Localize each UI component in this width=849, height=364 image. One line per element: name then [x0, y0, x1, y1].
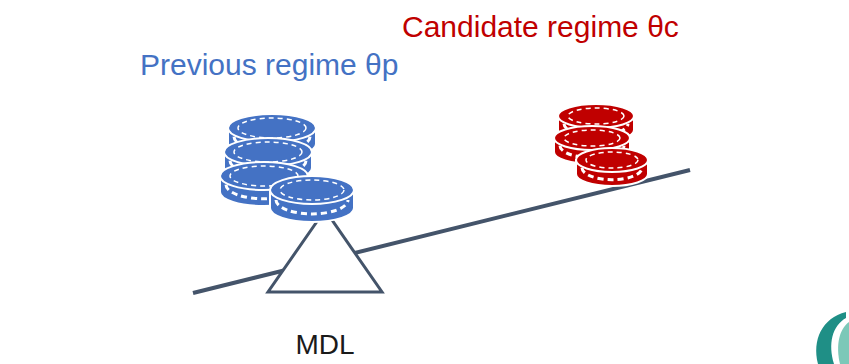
- criterion-label: MDL: [295, 330, 354, 361]
- regime-label: Previous regime θp: [140, 48, 398, 81]
- logo-mark: [816, 312, 849, 364]
- coin-stacks: [220, 104, 648, 222]
- coin: [576, 148, 648, 186]
- regime-label: Candidate regime θc: [402, 10, 679, 43]
- coin: [270, 176, 354, 222]
